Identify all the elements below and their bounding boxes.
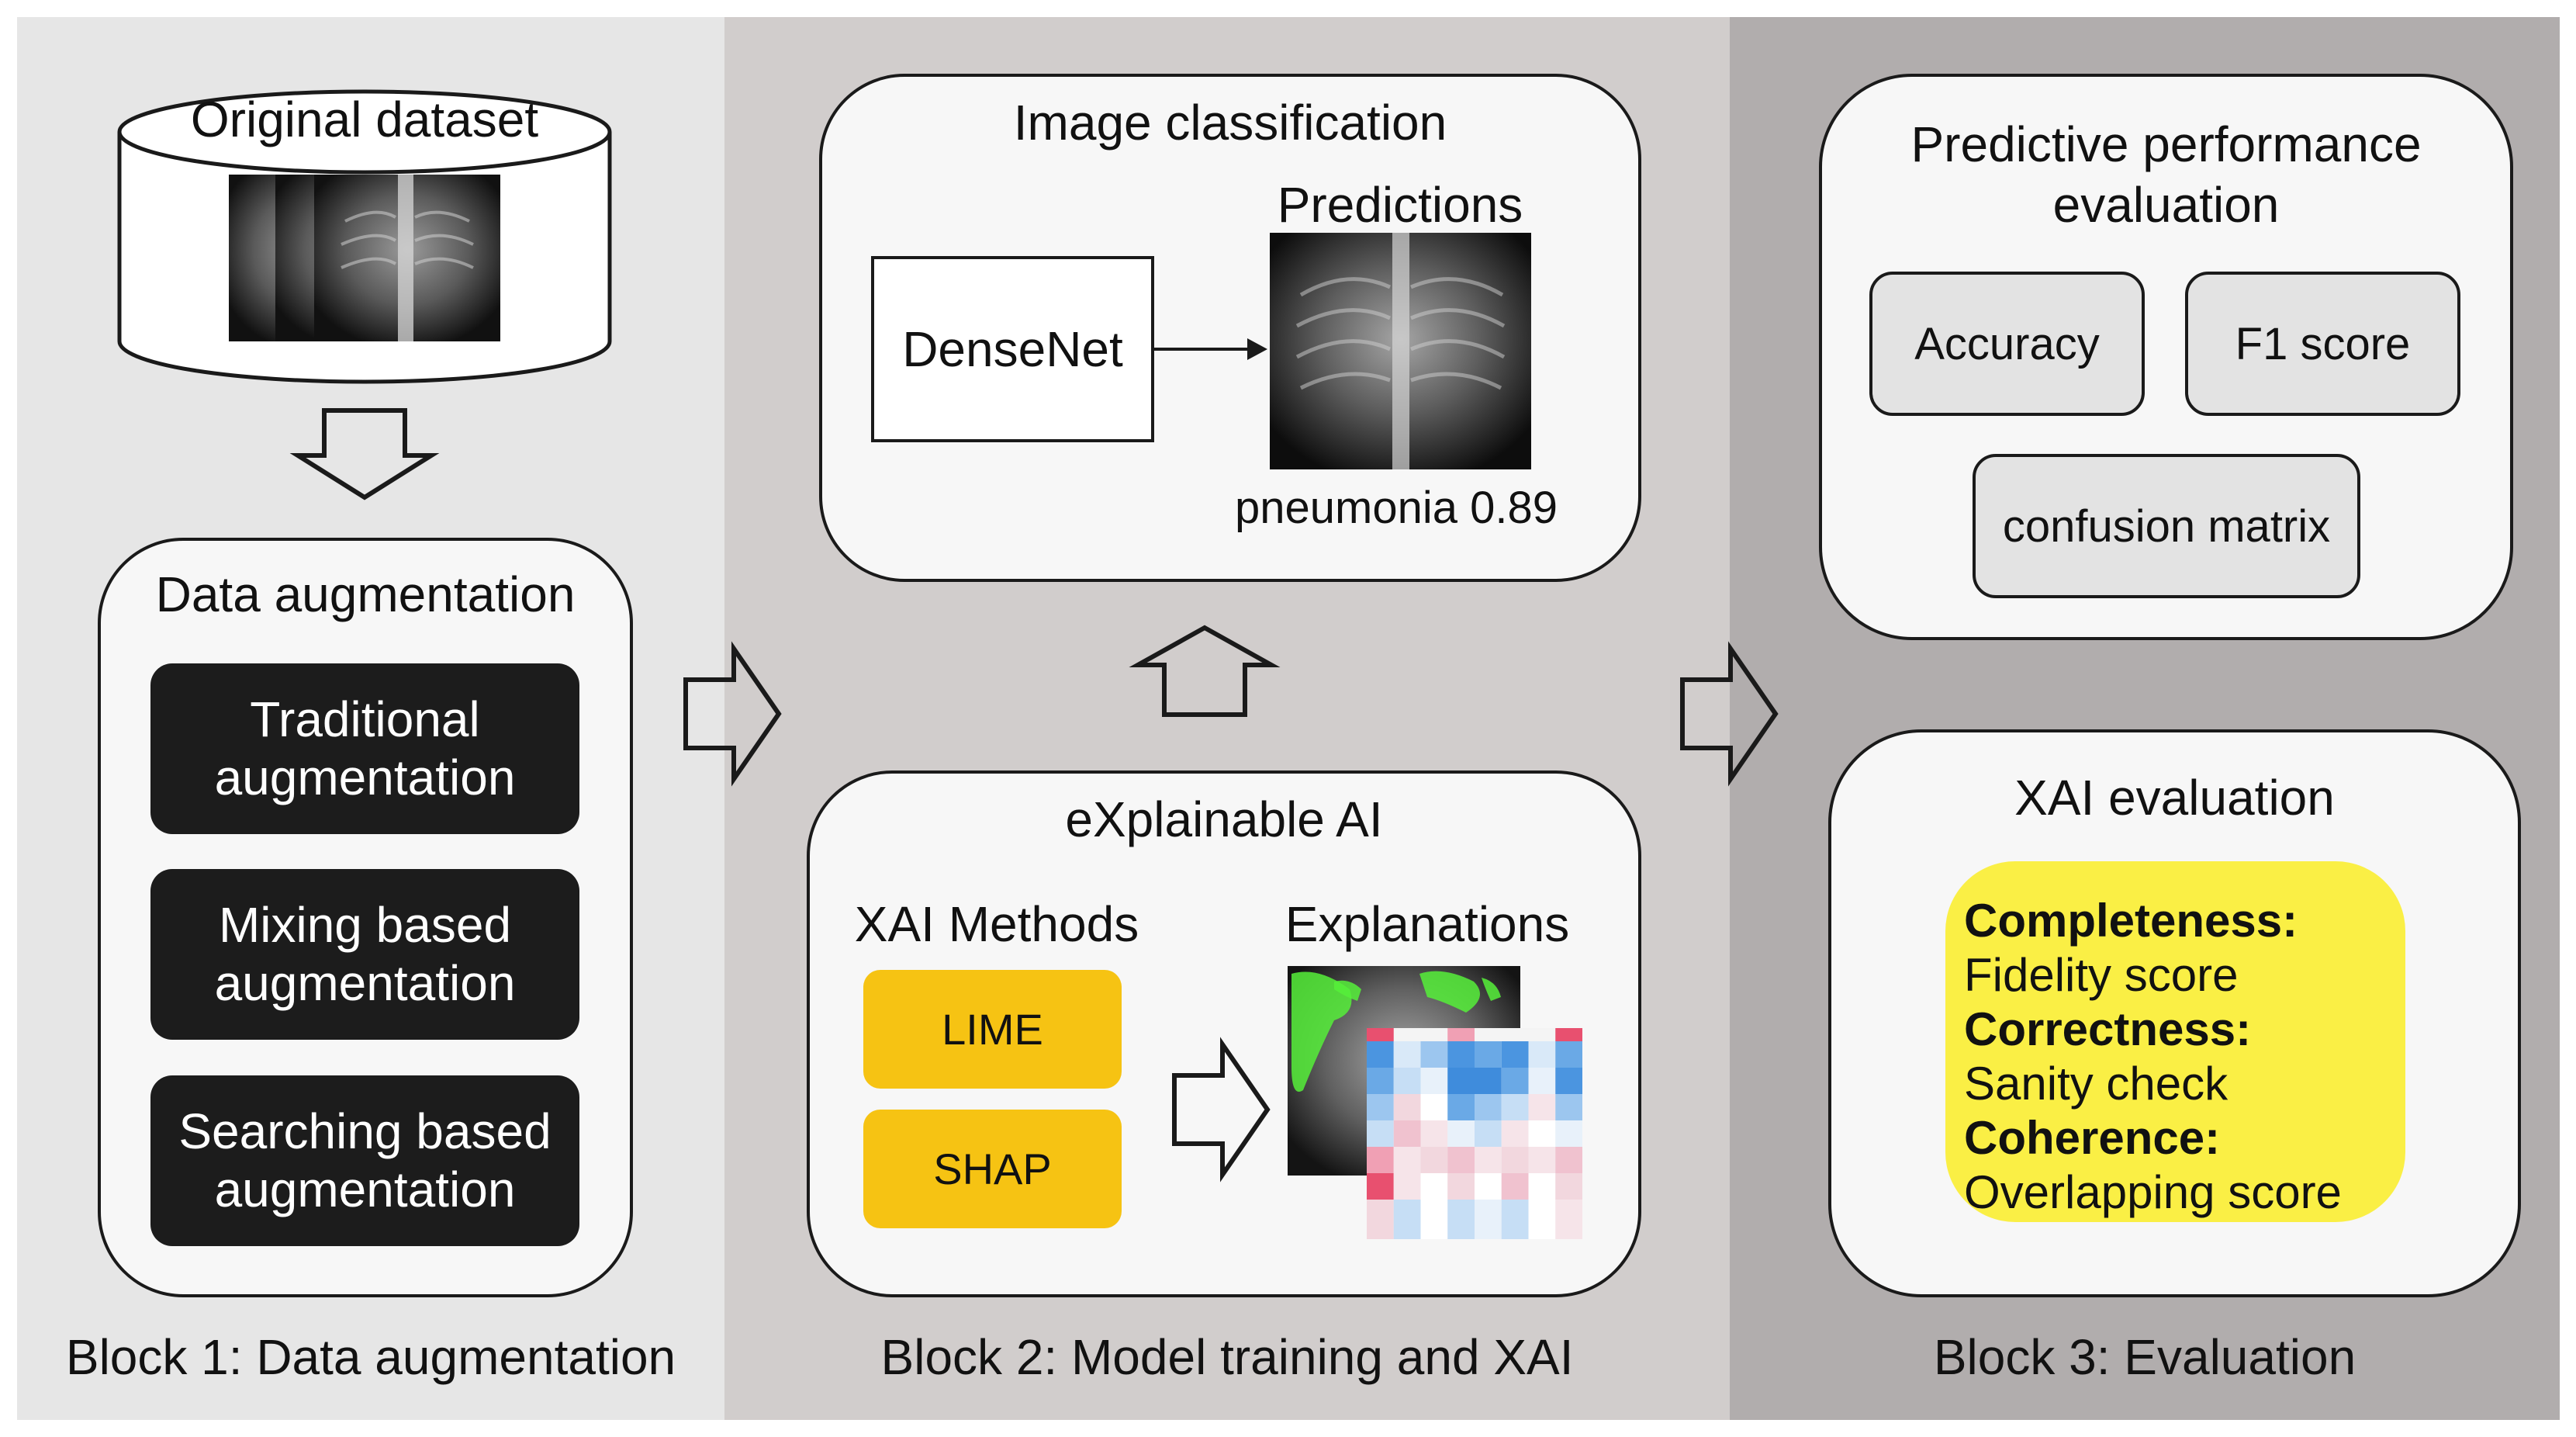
traditional-augmentation-button[interactable]: Traditional augmentation bbox=[150, 663, 579, 834]
xray-stack-image bbox=[229, 175, 500, 341]
predictive-title-line1: Predictive performance bbox=[1910, 116, 2422, 172]
mixing-augmentation-button[interactable]: Mixing based augmentation bbox=[150, 869, 579, 1040]
right-arrow-icon-2 bbox=[1680, 641, 1779, 787]
densenet-label: DenseNet bbox=[902, 321, 1123, 377]
image-classification-title: Image classification bbox=[1013, 95, 1447, 151]
fidelity-score-metric: Fidelity score bbox=[1964, 949, 2239, 1001]
lime-method-button[interactable]: LIME bbox=[863, 970, 1122, 1089]
lime-label: LIME bbox=[942, 1005, 1043, 1054]
searching-line2: augmentation bbox=[214, 1162, 516, 1217]
right-arrow-icon bbox=[683, 641, 782, 787]
explanations-label: Explanations bbox=[1285, 896, 1570, 952]
confusion-matrix-label: confusion matrix bbox=[2002, 500, 2331, 552]
mixing-line1: Mixing based bbox=[218, 897, 512, 954]
shap-method-button[interactable]: SHAP bbox=[863, 1110, 1122, 1228]
searching-line1: Searching based bbox=[178, 1103, 552, 1160]
shap-label: SHAP bbox=[933, 1144, 1052, 1193]
traditional-line2: augmentation bbox=[214, 750, 516, 805]
block3-caption: Block 3: Evaluation bbox=[1933, 1329, 2356, 1385]
block2-caption: Block 2: Model training and XAI bbox=[880, 1329, 1574, 1385]
overlapping-score-metric: Overlapping score bbox=[1964, 1166, 2342, 1218]
prediction-result: pneumonia 0.89 bbox=[1235, 483, 1558, 533]
xai-criteria-panel: Completeness: Fidelity score Correctness… bbox=[1945, 861, 2405, 1222]
sanity-check-metric: Sanity check bbox=[1964, 1058, 2228, 1110]
f1-score-label: F1 score bbox=[2235, 318, 2411, 369]
confusion-matrix-metric-button[interactable]: confusion matrix bbox=[1973, 454, 2360, 598]
block1-caption: Block 1: Data augmentation bbox=[65, 1329, 676, 1385]
accuracy-label: Accuracy bbox=[1914, 318, 2100, 369]
model-to-prediction-arrow bbox=[1154, 338, 1267, 360]
methods-to-explanations-arrow bbox=[1172, 1037, 1271, 1182]
densenet-model-box: DenseNet bbox=[871, 256, 1154, 442]
traditional-line1: Traditional bbox=[250, 691, 480, 748]
up-arrow-icon bbox=[1129, 625, 1281, 717]
down-arrow-icon bbox=[289, 408, 440, 500]
dataset-label: Original dataset bbox=[190, 92, 539, 147]
xai-evaluation-title: XAI evaluation bbox=[2014, 770, 2335, 826]
searching-augmentation-button[interactable]: Searching based augmentation bbox=[150, 1075, 579, 1246]
predictions-label: Predictions bbox=[1277, 177, 1523, 233]
coherence-criterion: Coherence: bbox=[1964, 1112, 2221, 1164]
shap-heatmap-image bbox=[1367, 1028, 1582, 1239]
f1-score-metric-button[interactable]: F1 score bbox=[2185, 272, 2460, 416]
mixing-line2: augmentation bbox=[214, 955, 516, 1011]
prediction-xray-image bbox=[1270, 233, 1531, 469]
accuracy-metric-button[interactable]: Accuracy bbox=[1869, 272, 2145, 416]
xai-methods-label: XAI Methods bbox=[854, 896, 1139, 952]
explainable-ai-title: eXplainable AI bbox=[1065, 791, 1383, 847]
data-augmentation-title: Data augmentation bbox=[155, 566, 576, 622]
correctness-criterion: Correctness: bbox=[1964, 1003, 2252, 1055]
predictive-title-line2: evaluation bbox=[2052, 177, 2280, 233]
completeness-criterion: Completeness: bbox=[1964, 895, 2298, 947]
